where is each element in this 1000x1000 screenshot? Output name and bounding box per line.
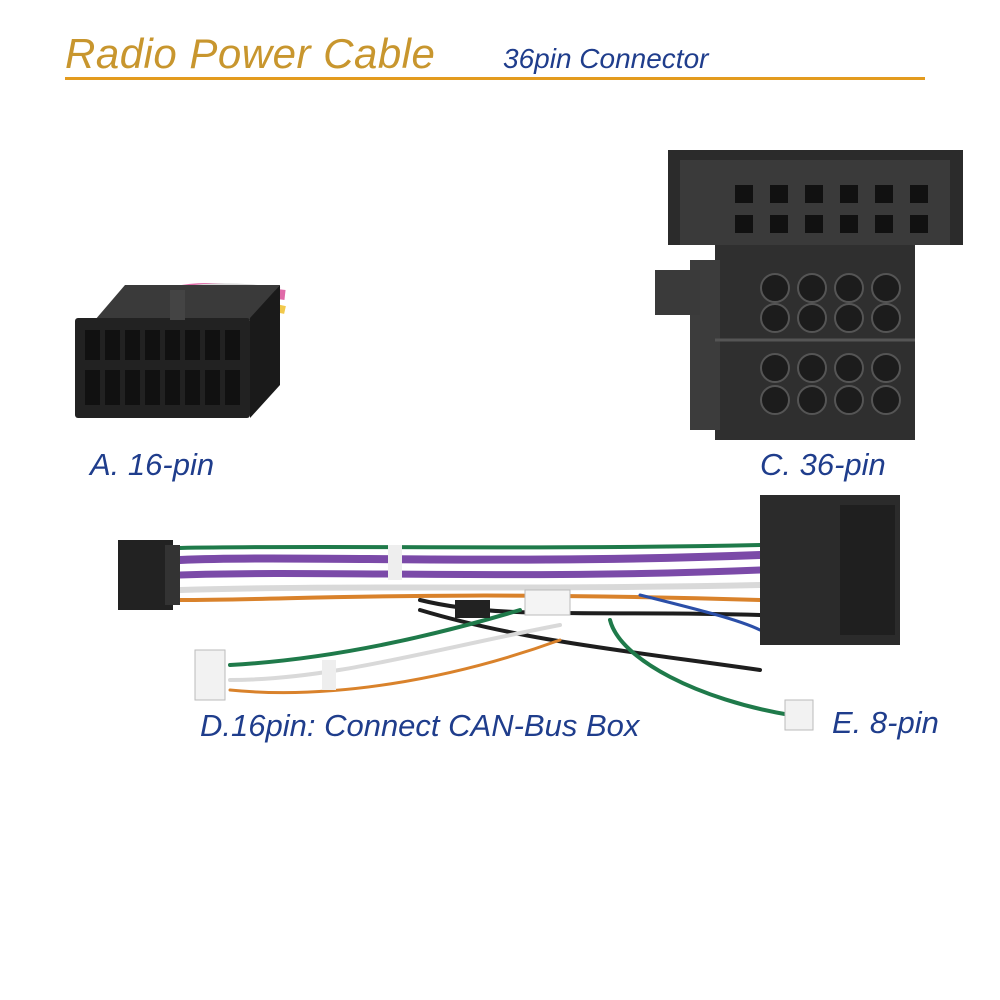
title-main: Radio Power Cable bbox=[65, 30, 436, 77]
label-d: D.16pin: Connect CAN-Bus Box bbox=[200, 708, 640, 743]
title-underline bbox=[65, 77, 925, 80]
wire-harness bbox=[176, 543, 792, 717]
label-c: C. 36-pin bbox=[760, 447, 886, 482]
connector-c-36pin bbox=[655, 150, 963, 440]
title-subtitle: 36pin Connector bbox=[503, 43, 709, 74]
label-e: E. 8-pin bbox=[832, 705, 939, 740]
connector-e-8pin bbox=[784, 699, 814, 731]
connector-d-16pin-canbus bbox=[194, 649, 226, 701]
connector-a-16pin bbox=[75, 283, 286, 418]
harness-end-16pin bbox=[118, 540, 180, 610]
harness-end-36pin bbox=[760, 495, 900, 645]
label-a: A. 16-pin bbox=[90, 447, 215, 482]
